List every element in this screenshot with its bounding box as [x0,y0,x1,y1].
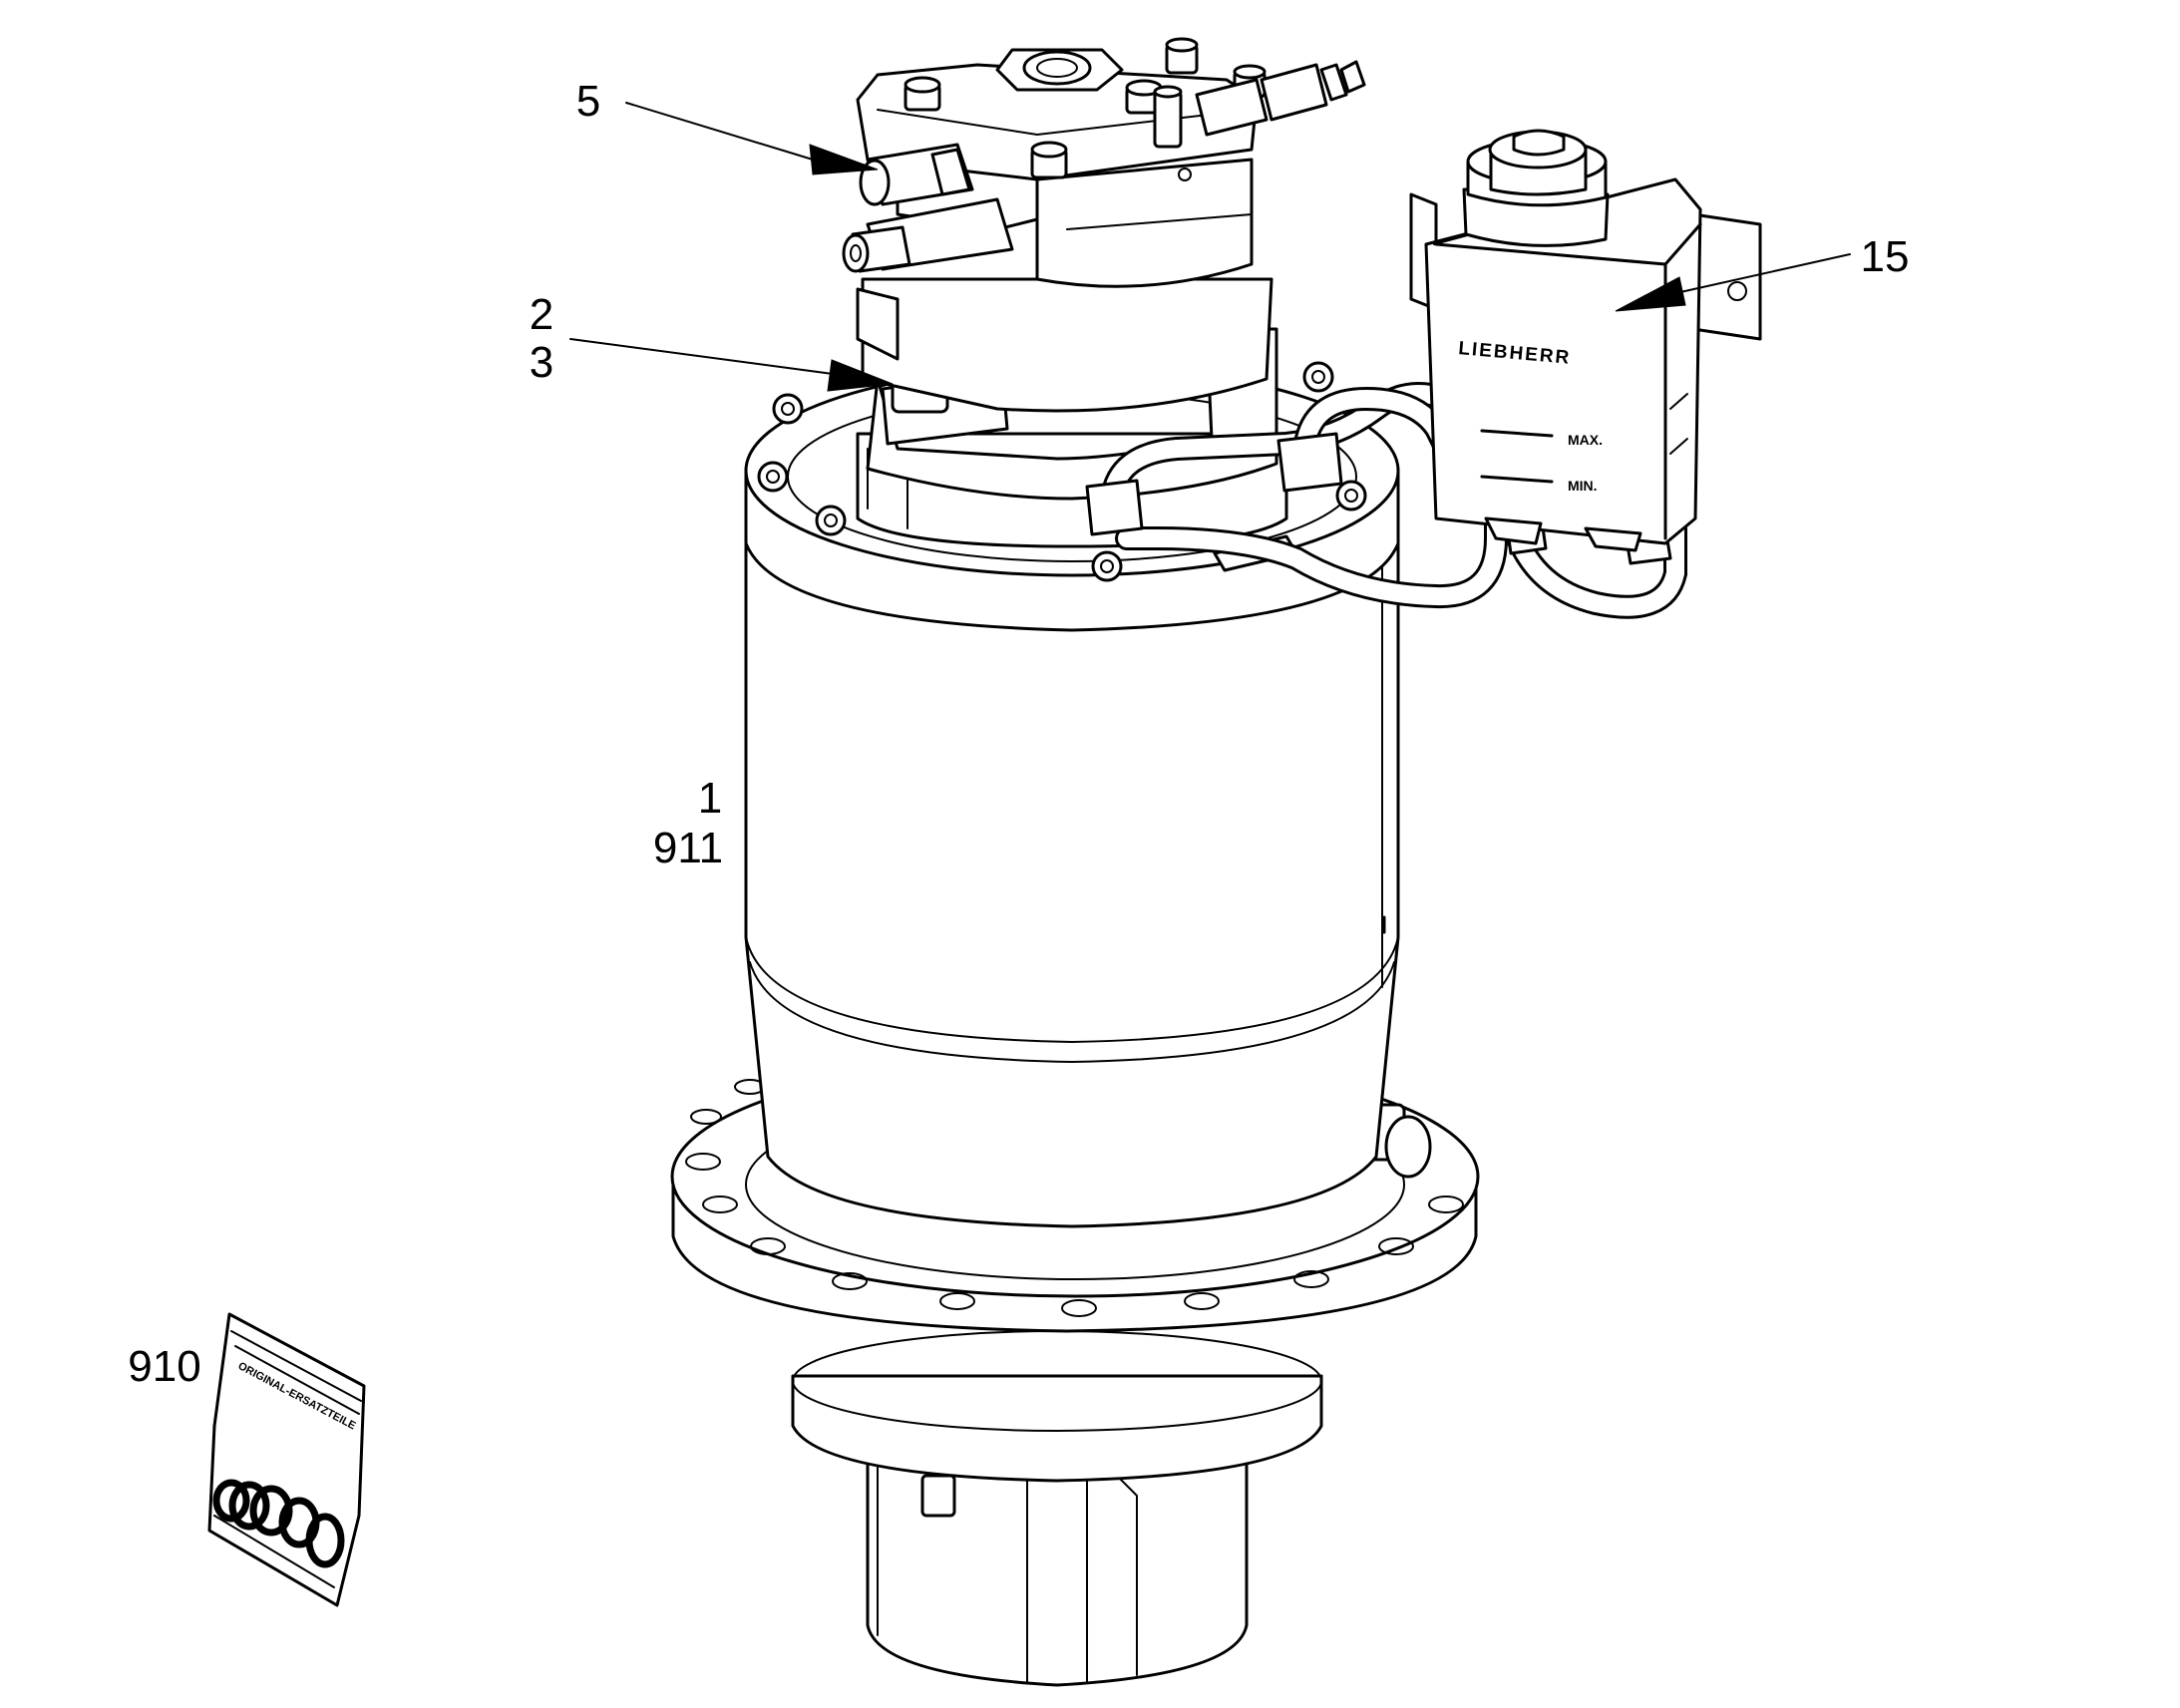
pinion-ring [791,1374,1323,1483]
oil-reservoir: LIEBHERR MAX. MIN. [1409,129,1762,552]
hydraulic-motor [842,37,1366,413]
callout-leaders [569,102,1851,392]
leader-2-3 [569,338,834,375]
check-valve [1153,90,1183,149]
cover-bolt [1165,37,1199,75]
cover-bolt [904,76,941,112]
flange-hole [702,1196,738,1213]
min-level-label: MIN. [1568,478,1598,494]
flange-hole [1061,1299,1097,1317]
ring-bolt [1335,480,1367,512]
ring-bolt [772,393,804,425]
hose-nut [1276,432,1343,493]
ring-bolt [1091,550,1123,582]
flange-hole [750,1237,786,1255]
gear-housing [670,361,1480,1687]
callout-2: 2 [530,290,553,339]
leader-2-3-arrowhead [827,359,894,392]
o-ring [212,1479,250,1523]
flange-hole [1184,1292,1220,1310]
motor-fitting-right [1260,63,1328,122]
flange-hole [939,1292,975,1310]
gear-cylinder [744,541,1400,1228]
leader-5-arrowhead [809,144,879,175]
ring-bolt [815,505,847,536]
ring-bolt [757,461,789,493]
leader-15-arrowhead [1615,276,1686,312]
flange-hole [1378,1237,1414,1255]
max-level-label: MAX. [1568,432,1603,448]
hose-nut [1085,479,1144,536]
o-ring [249,1485,293,1537]
cover-bolt [1030,141,1068,179]
callout-3: 3 [530,338,553,387]
flange-hole [1428,1196,1464,1213]
max-level-mark [1480,429,1554,438]
o-ring [305,1513,345,1568]
motor-body [861,277,1273,413]
o-ring [228,1481,270,1531]
callout-911: 911 [653,824,723,872]
callout-5: 5 [576,77,600,126]
hose-lines [1085,382,1687,619]
callout-15: 15 [1861,232,1910,281]
flange-hole [690,1109,722,1125]
flange-hole [832,1272,868,1290]
flange-hole [1293,1270,1329,1288]
output-shaft-housing [866,1434,1249,1687]
ring-bolt [1302,361,1334,393]
leader-5 [625,102,814,161]
callout-910: 910 [128,1342,200,1391]
callout-1: 1 [698,774,722,823]
shaft-plug [920,1474,956,1518]
flange-hole [685,1153,721,1171]
min-level-mark [1480,475,1554,484]
kit-bag-outline [207,1312,366,1607]
leader-15 [1679,253,1851,293]
seal-kit-bag: ORIGINAL-ERSATZTEILE [207,1312,366,1607]
